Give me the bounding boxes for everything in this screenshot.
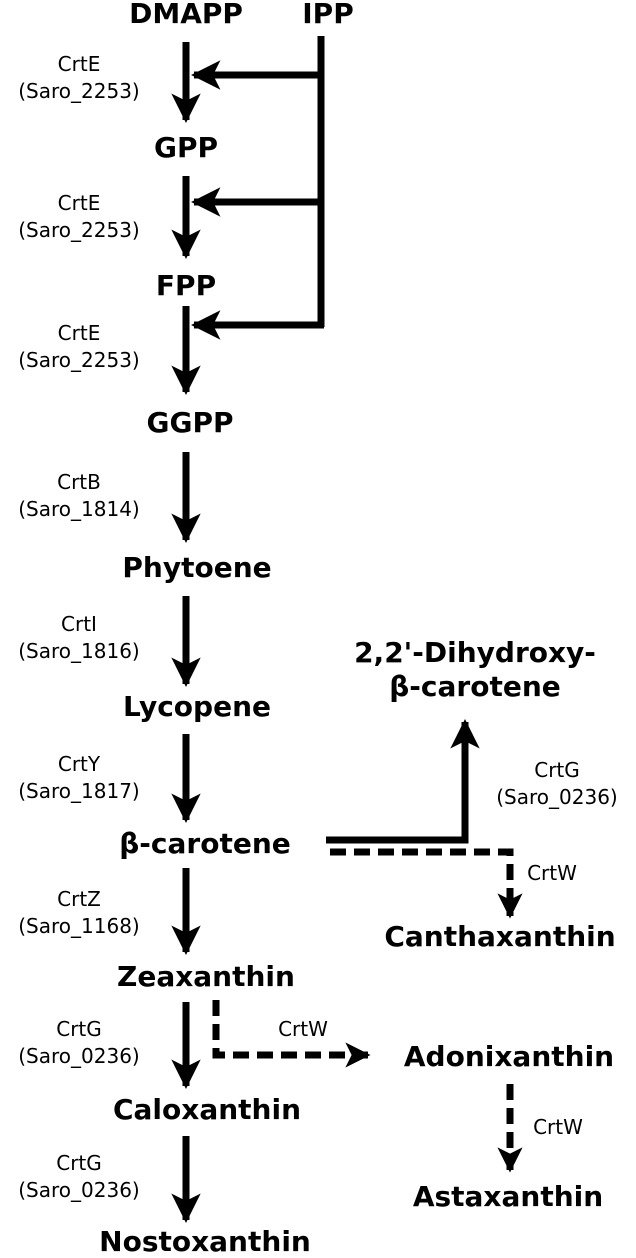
compound-phytoene: Phytoene xyxy=(122,551,272,584)
enzyme-name: CrtG xyxy=(56,1151,102,1175)
enzyme-label-dmapp-gpp: CrtE (Saro_2253) xyxy=(18,51,139,105)
arrow-beta-carotene-dihydroxy xyxy=(326,719,480,844)
enzyme-name: CrtB xyxy=(57,470,101,494)
enzyme-name: CrtG xyxy=(534,758,580,782)
compound-caloxanthin: Caloxanthin xyxy=(112,1093,302,1126)
compound-canthaxanthin: Canthaxanthin xyxy=(384,920,616,953)
compound-ipp: IPP xyxy=(302,0,354,30)
enzyme-name: CrtZ xyxy=(57,887,101,911)
enzyme-label-zeaxanthin-adonixanthin: CrtW xyxy=(278,1016,328,1043)
enzyme-gene: (Saro_2253) xyxy=(18,218,140,242)
enzyme-name: CrtE xyxy=(57,52,101,76)
enzyme-label-caloxanthin-nostoxanthin: CrtG (Saro_0236) xyxy=(18,1150,139,1204)
enzyme-gene: (Saro_0236) xyxy=(496,785,618,809)
enzyme-gene: (Saro_2253) xyxy=(18,79,140,103)
enzyme-name: CrtE xyxy=(57,191,101,215)
enzyme-name: CrtW xyxy=(527,861,577,885)
enzyme-label-zeaxanthin-caloxanthin: CrtG (Saro_0236) xyxy=(18,1016,139,1070)
compound-gpp: GPP xyxy=(153,131,219,164)
compound-ggpp: GGPP xyxy=(146,406,234,439)
enzyme-name: CrtY xyxy=(57,752,101,776)
enzyme-label-beta-carotene-dihydroxy: CrtG (Saro_0236) xyxy=(496,757,617,811)
compound-beta-carotene: β-carotene xyxy=(119,827,291,860)
enzyme-name: CrtW xyxy=(278,1017,328,1041)
compound-dihydroxy-line2: β-carotene xyxy=(389,670,561,703)
enzyme-label-ggpp-phytoene: CrtB (Saro_1814) xyxy=(18,469,139,523)
enzyme-label-adonixanthin-astaxanthin: CrtW xyxy=(533,1114,583,1141)
compound-fpp: FPP xyxy=(155,269,217,302)
compound-lycopene: Lycopene xyxy=(123,690,271,723)
enzyme-label-beta-carotene-canthaxanthin: CrtW xyxy=(527,860,577,887)
enzyme-label-lycopene-beta-carotene: CrtY (Saro_1817) xyxy=(18,751,139,805)
enzyme-label-beta-carotene-zeaxanthin: CrtZ (Saro_1168) xyxy=(18,886,139,940)
enzyme-name: CrtG xyxy=(56,1017,102,1041)
compound-dihydroxy-beta-carotene: 2,2'-Dihydroxy- β-carotene xyxy=(354,637,596,703)
enzyme-gene: (Saro_1814) xyxy=(18,497,140,521)
enzyme-name: CrtE xyxy=(57,321,101,345)
enzyme-name: CrtW xyxy=(533,1115,583,1139)
enzyme-name: CrtI xyxy=(61,612,97,636)
enzyme-gene: (Saro_0236) xyxy=(18,1178,140,1202)
arrow-beta-carotene-canthaxanthin xyxy=(330,848,523,919)
enzyme-label-phytoene-lycopene: CrtI (Saro_1816) xyxy=(18,611,139,665)
compound-dihydroxy-line1: 2,2'-Dihydroxy- xyxy=(354,636,596,669)
enzyme-gene: (Saro_2253) xyxy=(18,348,140,372)
enzyme-label-fpp-ggpp: CrtE (Saro_2253) xyxy=(18,320,139,374)
enzyme-label-gpp-fpp: CrtE (Saro_2253) xyxy=(18,190,139,244)
enzyme-gene: (Saro_1816) xyxy=(18,639,140,663)
enzyme-gene: (Saro_1817) xyxy=(18,779,140,803)
compound-astaxanthin: Astaxanthin xyxy=(412,1180,604,1213)
compound-zeaxanthin: Zeaxanthin xyxy=(117,960,295,993)
compound-adonixanthin: Adonixanthin xyxy=(403,1040,615,1073)
enzyme-gene: (Saro_1168) xyxy=(18,914,140,938)
compound-dmapp: DMAPP xyxy=(129,0,243,30)
arrow-zeaxanthin-adonixanthin xyxy=(212,1000,371,1068)
enzyme-gene: (Saro_0236) xyxy=(18,1044,140,1068)
compound-nostoxanthin: Nostoxanthin xyxy=(99,1225,311,1258)
